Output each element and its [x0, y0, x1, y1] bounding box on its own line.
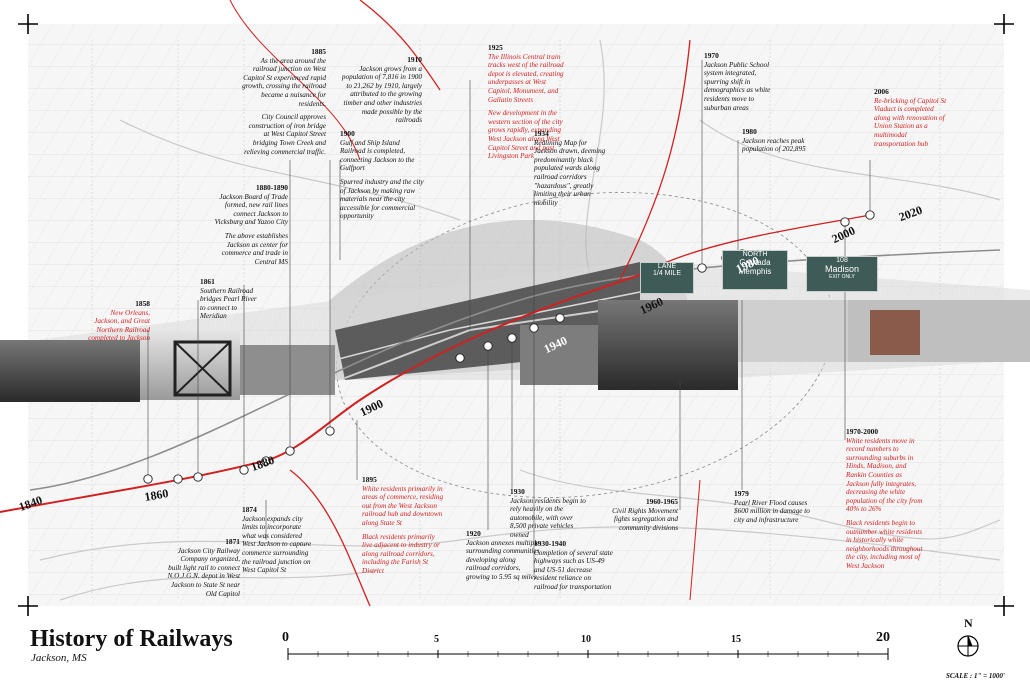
note-1970: 1970 Jackson Public School system integr… — [704, 51, 780, 112]
note-2006-year: 2006 — [874, 87, 889, 96]
sign-madison: 108 Madison EXIT ONLY — [806, 256, 878, 292]
note-1874-year: 1874 — [242, 505, 257, 514]
note-1900-year: 1900 — [340, 129, 355, 138]
note-1930-text: Jackson residents begin to rely heavily … — [510, 496, 586, 539]
sign-lane: LANE 1/4 MILE — [640, 262, 694, 294]
sign-grenada-text: Grenada — [739, 258, 771, 267]
scale-tick-0: 0 — [282, 630, 289, 645]
note-1930: 1930 Jackson residents begin to rely hea… — [510, 487, 586, 540]
note-1861: 1861 Southern Railroad bridges Pearl Riv… — [200, 277, 260, 321]
note-1934-text: Redlining Map for Jackson drawn, deeming… — [534, 138, 606, 207]
note-1930b-text: Completion of several state highways suc… — [534, 548, 613, 591]
note-1885-year: 1885 — [311, 47, 326, 56]
note-1960-year: 1960-1965 — [645, 497, 678, 506]
note-2006: 2006 Re-bricking of Capitol St Viaduct i… — [874, 87, 950, 148]
note-1925-text2: New development in the western section o… — [488, 109, 563, 161]
sign-lane-text: LANE — [657, 263, 677, 270]
note-1970-year: 1970 — [704, 51, 719, 60]
note-1858: 1858 New Orleans, Jackson, and Great Nor… — [86, 299, 150, 343]
north-arrow-icon — [957, 635, 979, 657]
page-subtitle: Jackson, MS — [31, 652, 87, 664]
sign-route-text: 108 — [836, 257, 848, 264]
note-1934: 1934 Redlining Map for Jackson drawn, de… — [534, 129, 612, 207]
note-1970b-text1: White residents move in record numbers t… — [846, 436, 923, 514]
note-1920-year: 1920 — [466, 529, 481, 538]
note-1871-text: Jackson City Railway Company organized, … — [167, 546, 240, 598]
note-1970b-year: 1970-2000 — [846, 427, 879, 436]
scale-tick-10: 10 — [581, 634, 591, 645]
note-1885: 1885 As the area around the railroad jun… — [242, 47, 326, 161]
note-1960-text: Civil Rights Movement fights segregation… — [612, 506, 678, 532]
note-1858-year: 1858 — [135, 299, 150, 308]
note-1979-year: 1979 — [734, 489, 749, 498]
note-1871: 1871 Jackson City Railway Company organi… — [166, 537, 240, 598]
sign-grenada: NORTH Grenada Memphis — [722, 250, 788, 290]
note-1880: 1880-1890 Jackson Board of Trade formed,… — [210, 183, 288, 271]
page-title: History of Railways — [30, 626, 233, 652]
note-1895-text1: White residents primarily in areas of co… — [362, 484, 444, 527]
note-1895-text2: Black residents primarily live adjacent … — [362, 532, 440, 575]
note-1910-year: 1910 — [407, 55, 422, 64]
note-1930-year: 1930 — [510, 487, 525, 496]
note-1979: 1979 Pearl River Flood causes $600 milli… — [734, 489, 818, 524]
note-1900-text2: Spurred industry and the city of Jackson… — [340, 177, 424, 221]
note-1910-text: Jackson grows from a population of 7,816… — [341, 64, 422, 125]
note-1930-1940: 1930-1940 Completion of several state hi… — [534, 539, 614, 592]
sign-memphis-text: Memphis — [738, 267, 772, 276]
sign-mile-text: 1/4 MILE — [652, 270, 681, 277]
north-label: N — [964, 616, 973, 630]
sign-north-text: NORTH — [742, 251, 768, 258]
note-1885-text2: City Council approves construction of ir… — [244, 113, 326, 156]
note-1874: 1874 Jackson expands city limits to inco… — [242, 505, 316, 575]
note-1874-text: Jackson expands city limits to incorpora… — [242, 514, 312, 575]
note-1925-year: 1925 — [488, 43, 503, 52]
note-1895-year: 1895 — [362, 475, 377, 484]
note-1885-text1: As the area around the railroad junction… — [242, 56, 326, 108]
note-1970b-text2: Black residents begin to outnumber white… — [846, 518, 923, 570]
note-1970-2000: 1970-2000 White residents move in record… — [846, 427, 926, 576]
note-1980-year: 1980 — [742, 127, 757, 136]
scale-tick-20: 20 — [876, 630, 890, 645]
note-1980: 1980 Jackson reaches peak population of … — [742, 127, 814, 154]
note-1925-text1: The Illinois Central train tracks west o… — [488, 52, 564, 104]
sign-madison-text: Madison — [824, 264, 860, 274]
note-1960-1965: 1960-1965 Civil Rights Movement fights s… — [598, 497, 678, 532]
scale-tick-15: 15 — [731, 634, 741, 645]
note-1861-text: Southern Railroad bridges Pearl River to… — [200, 286, 257, 321]
note-1920-text: Jackson annexes multiple surrounding com… — [466, 538, 540, 581]
scale-label: SCALE : 1" = 1000' — [946, 672, 1005, 680]
note-1858-text: New Orleans, Jackson, and Great Northern… — [88, 308, 150, 343]
note-1861-year: 1861 — [200, 277, 215, 286]
note-1880-year: 1880-1890 — [255, 183, 288, 192]
note-1925: 1925 The Illinois Central train tracks w… — [488, 43, 570, 166]
note-1880-text2: The above establishes Jackson as center … — [221, 231, 288, 266]
note-1900-text1: Gulf and Ship Island Railroad is complet… — [340, 138, 415, 173]
note-1934-year: 1934 — [534, 129, 549, 138]
note-2006-text: Re-bricking of Capitol St Viaduct is com… — [874, 96, 947, 148]
note-1980-text: Jackson reaches peak population of 202,8… — [742, 136, 806, 154]
note-1930b-year: 1930-1940 — [534, 539, 567, 548]
note-1900: 1900 Gulf and Ship Island Railroad is co… — [340, 129, 424, 226]
note-1910: 1910 Jackson grows from a population of … — [338, 55, 422, 125]
note-1970-text: Jackson Public School system integrated,… — [704, 60, 771, 112]
note-1920: 1920 Jackson annexes multiple surroundin… — [466, 529, 540, 582]
note-1871-year: 1871 — [225, 537, 240, 546]
note-1895: 1895 White residents primarily in areas … — [362, 475, 444, 581]
note-1979-text: Pearl River Flood causes $600 million in… — [734, 498, 810, 524]
note-1880-text1: Jackson Board of Trade formed, new rail … — [214, 192, 288, 227]
scale-tick-5: 5 — [434, 634, 439, 645]
sign-exit-text: EXIT ONLY — [829, 274, 855, 280]
